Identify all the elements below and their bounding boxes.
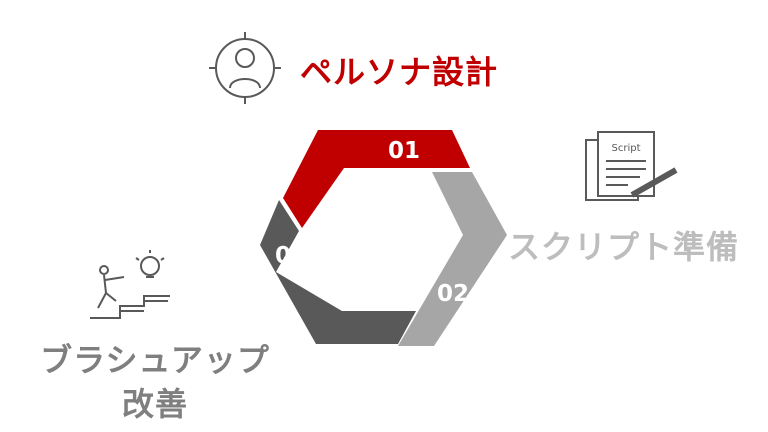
step-03-label-line2: 改善 xyxy=(121,385,188,423)
step-03-number: 03 xyxy=(275,243,307,269)
step-01-number: 01 xyxy=(388,138,420,164)
step-02-label: スクリプト準備 xyxy=(508,228,740,266)
climbing-stairs-idea-icon xyxy=(90,250,170,319)
cycle-segment-01 xyxy=(283,130,470,228)
step-03-label: ブラシュアップ 改善 xyxy=(20,338,290,426)
step-03-label-line1: ブラシュアップ xyxy=(40,341,270,379)
person-target-icon xyxy=(209,32,281,104)
script-document-icon: Script xyxy=(585,131,678,201)
script-icon-text: Script xyxy=(611,143,640,154)
cycle-segment-02 xyxy=(398,172,507,346)
step-01-label: ペルソナ設計 xyxy=(300,53,499,91)
step-02-number: 02 xyxy=(437,281,469,307)
cycle-segment-03 xyxy=(260,200,416,344)
